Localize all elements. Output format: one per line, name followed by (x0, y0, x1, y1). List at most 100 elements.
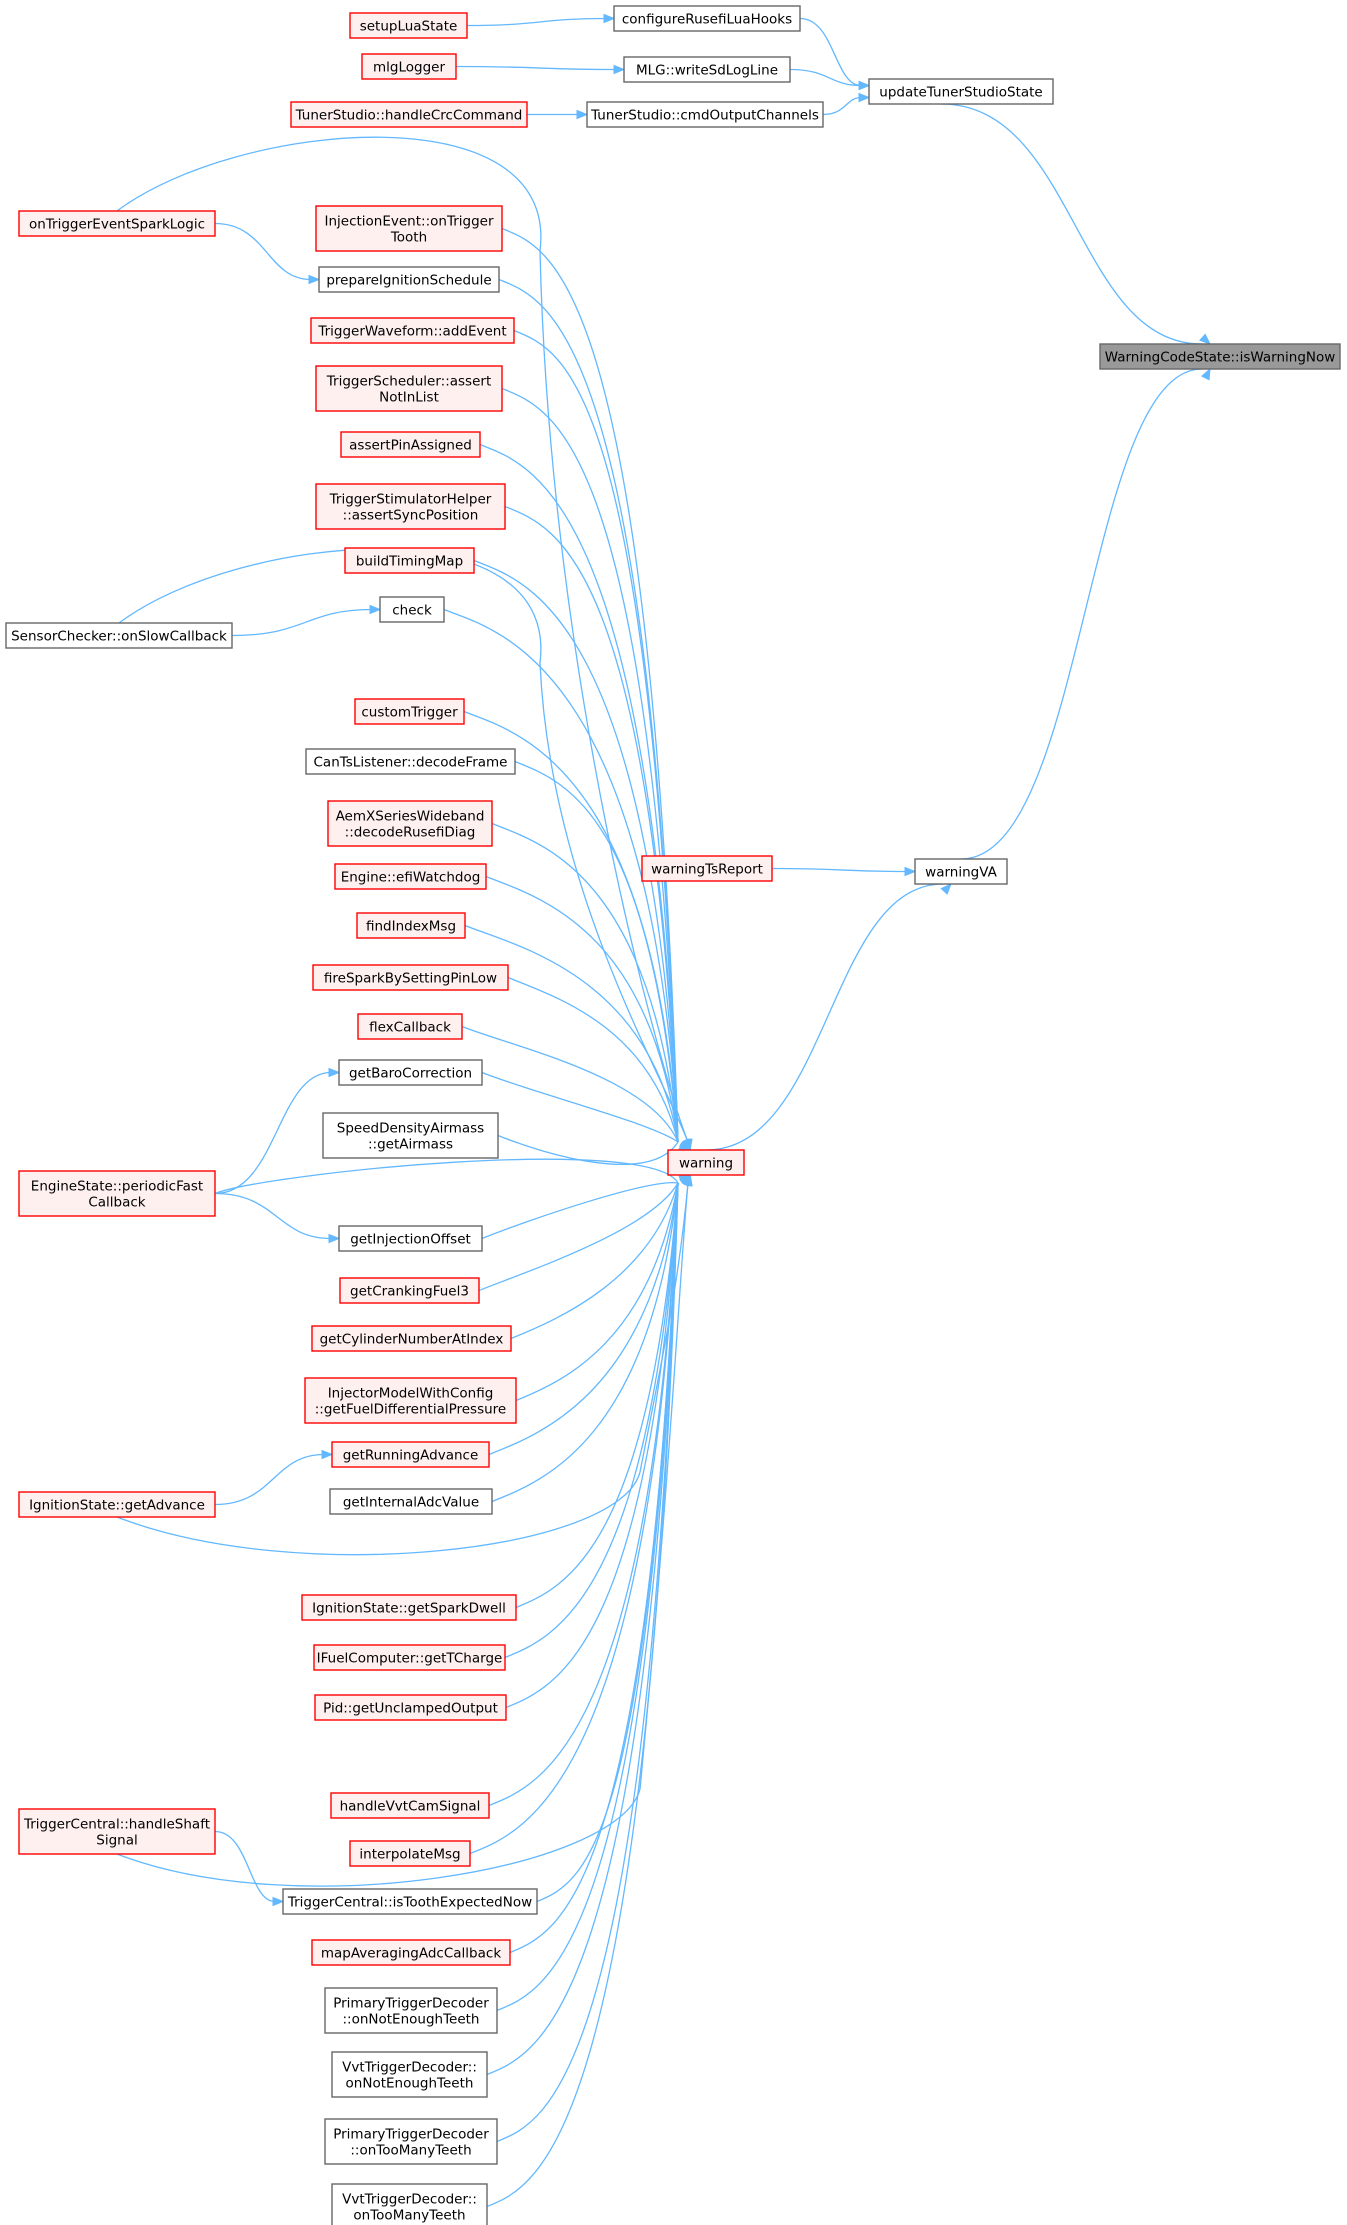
node-label: warningVA (925, 865, 997, 881)
edge-warningVA-to-isWarningNow (960, 367, 1211, 860)
node-getRunningAdvance[interactable]: getRunningAdvance (331, 1441, 490, 1468)
edge-vvtOnNotEnoughTeeth-to-warning (486, 1173, 693, 2076)
node-getSparkDwell[interactable]: IgnitionState::getSparkDwell (301, 1594, 517, 1621)
node-customTrigger[interactable]: customTrigger (354, 698, 465, 725)
node-box (331, 2183, 488, 2225)
node-getUnclampedOutput[interactable]: Pid::getUnclampedOutput (314, 1694, 507, 1721)
node-getInternalAdcValue[interactable]: getInternalAdcValue (329, 1488, 493, 1515)
node-check[interactable]: check (379, 596, 445, 623)
node-box (330, 1792, 490, 1819)
node-box (338, 1059, 483, 1086)
node-box (356, 912, 466, 939)
node-fireSparkBySettingPinLow[interactable]: fireSparkBySettingPinLow (312, 964, 509, 991)
node-warningTsReport[interactable]: warningTsReport (641, 855, 773, 882)
node-label: CanTsListener::decodeFrame (314, 755, 508, 771)
node-label: VvtTriggerDecoder:: (342, 2060, 477, 2076)
node-box (868, 78, 1054, 105)
node-vvtOnNotEnoughTeeth[interactable]: VvtTriggerDecoder::onNotEnoughTeeth (331, 2051, 488, 2098)
node-label: IgnitionState::getSparkDwell (312, 1601, 506, 1617)
node-label: getCylinderNumberAtIndex (320, 1332, 504, 1348)
node-layer: setupLuaState configureRusefiLuaHooks mlgL… (5, 5, 1341, 2225)
node-label: ::onTooManyTeeth (350, 2143, 471, 2159)
node-label: getRunningAdvance (343, 1448, 479, 1464)
node-getAirmass[interactable]: SpeedDensityAirmass::getAirmass (322, 1112, 499, 1159)
node-label: WarningCodeState::isWarningNow (1105, 350, 1336, 366)
node-box (305, 748, 516, 775)
node-updateTunerStudioState[interactable]: updateTunerStudioState (868, 78, 1054, 105)
edge-cmdOutputChannels-to-updateTunerStudioState (822, 92, 871, 116)
node-box (329, 1488, 493, 1515)
node-prepareIgnitionSchedule[interactable]: prepareIgnitionSchedule (318, 266, 500, 293)
node-isWarningNow[interactable]: WarningCodeState::isWarningNow (1099, 343, 1341, 370)
node-label: InjectorModelWithConfig (328, 1386, 494, 1402)
node-box (344, 547, 475, 574)
node-assertPinAssigned[interactable]: assertPinAssigned (340, 431, 481, 458)
node-box (18, 1491, 216, 1518)
edge-warning-to-warningVA (705, 883, 952, 1151)
node-label: onTooManyTeeth (353, 2208, 465, 2224)
node-assertSyncPosition[interactable]: TriggerStimulatorHelper::assertSyncPosit… (315, 483, 506, 530)
node-getCrankingFuel3[interactable]: getCrankingFuel3 (339, 1277, 480, 1304)
node-label: handleVvtCamSignal (340, 1799, 481, 1815)
node-label: Tooth (390, 230, 427, 246)
node-setupLuaState[interactable]: setupLuaState (349, 12, 468, 39)
node-handleCrcCommand[interactable]: TunerStudio::handleCrcCommand (290, 101, 528, 128)
edge-mapAveragingAdcCallback-to-warning (509, 1173, 693, 1954)
edge-handleShaftSignal-to-isToothExpectedNow (214, 1830, 285, 1907)
edge-handleCrcCommand-to-cmdOutputChannels (526, 109, 589, 120)
node-getInjectionOffset[interactable]: getInjectionOffset (338, 1225, 483, 1252)
node-label: ::getAirmass (368, 1137, 453, 1153)
node-box (667, 1149, 745, 1176)
node-box (331, 1441, 490, 1468)
node-box (340, 431, 481, 458)
edge-onSlowCallback-to-check (231, 604, 382, 637)
node-flexCallback[interactable]: flexCallback (357, 1013, 463, 1040)
node-label: ::assertSyncPosition (343, 508, 479, 524)
node-box (304, 1377, 517, 1424)
node-label: SensorChecker::onSlowCallback (11, 629, 227, 645)
node-label: warningTsReport (651, 862, 763, 878)
node-box (331, 2051, 488, 2098)
node-label: flexCallback (369, 1020, 451, 1036)
node-box (311, 1325, 512, 1352)
node-label: TriggerWaveform::addEvent (317, 324, 506, 340)
node-primaryOnNotEnoughTeeth[interactable]: PrimaryTriggerDecoder::onNotEnoughTeeth (324, 1987, 498, 2034)
node-addEvent[interactable]: TriggerWaveform::addEvent (310, 317, 515, 344)
node-handleVvtCamSignal[interactable]: handleVvtCamSignal (330, 1792, 490, 1819)
node-getBaroCorrection[interactable]: getBaroCorrection (338, 1059, 483, 1086)
node-box (301, 1594, 517, 1621)
node-writeSdLogLine[interactable]: MLG::writeSdLogLine (623, 56, 791, 83)
node-configureRusefiLuaHooks[interactable]: configureRusefiLuaHooks (613, 5, 801, 32)
node-label: assertPinAssigned (349, 438, 472, 454)
node-label: PrimaryTriggerDecoder (333, 2127, 489, 2143)
node-box (18, 1170, 216, 1217)
node-box (1099, 343, 1341, 370)
edge-getTCharge-to-warning (504, 1173, 691, 1659)
node-onSlowCallback[interactable]: SensorChecker::onSlowCallback (5, 622, 233, 649)
node-vvtOnTooManyTeeth[interactable]: VvtTriggerDecoder::onTooManyTeeth (331, 2183, 488, 2225)
node-cmdOutputChannels[interactable]: TunerStudio::cmdOutputChannels (586, 101, 824, 128)
node-isToothExpectedNow[interactable]: TriggerCentral::isToothExpectedNow (282, 1888, 538, 1915)
node-getCylinderNumberAtIndex[interactable]: getCylinderNumberAtIndex (311, 1325, 512, 1352)
node-primaryOnTooManyTeeth[interactable]: PrimaryTriggerDecoder::onTooManyTeeth (324, 2118, 498, 2165)
node-decodeFrame[interactable]: CanTsListener::decodeFrame (305, 748, 516, 775)
node-efiWatchdog[interactable]: Engine::efiWatchdog (334, 863, 487, 890)
node-onTriggerEventSparkLogic[interactable]: onTriggerEventSparkLogic (18, 210, 216, 237)
node-getAdvance[interactable]: IgnitionState::getAdvance (18, 1491, 216, 1518)
node-getTCharge[interactable]: IFuelComputer::getTCharge (313, 1644, 506, 1671)
node-warning[interactable]: warning (667, 1149, 745, 1176)
node-decodeRusefiDiag[interactable]: AemXSeriesWideband::decodeRusefiDiag (327, 800, 493, 847)
node-interpolateMsg[interactable]: interpolateMsg (349, 1840, 471, 1867)
node-mapAveragingAdcCallback[interactable]: mapAveragingAdcCallback (311, 1939, 511, 1966)
edge-onTriggerTooth-to-warning (501, 227, 693, 1152)
node-findIndexMsg[interactable]: findIndexMsg (356, 912, 466, 939)
node-mlgLogger[interactable]: mlgLogger (361, 53, 457, 80)
node-buildTimingMap[interactable]: buildTimingMap (344, 547, 475, 574)
node-label: mlgLogger (373, 60, 445, 76)
node-warningVA[interactable]: warningVA (914, 858, 1008, 885)
node-getFuelDifferentialPressure[interactable]: InjectorModelWithConfig::getFuelDifferen… (304, 1377, 517, 1424)
